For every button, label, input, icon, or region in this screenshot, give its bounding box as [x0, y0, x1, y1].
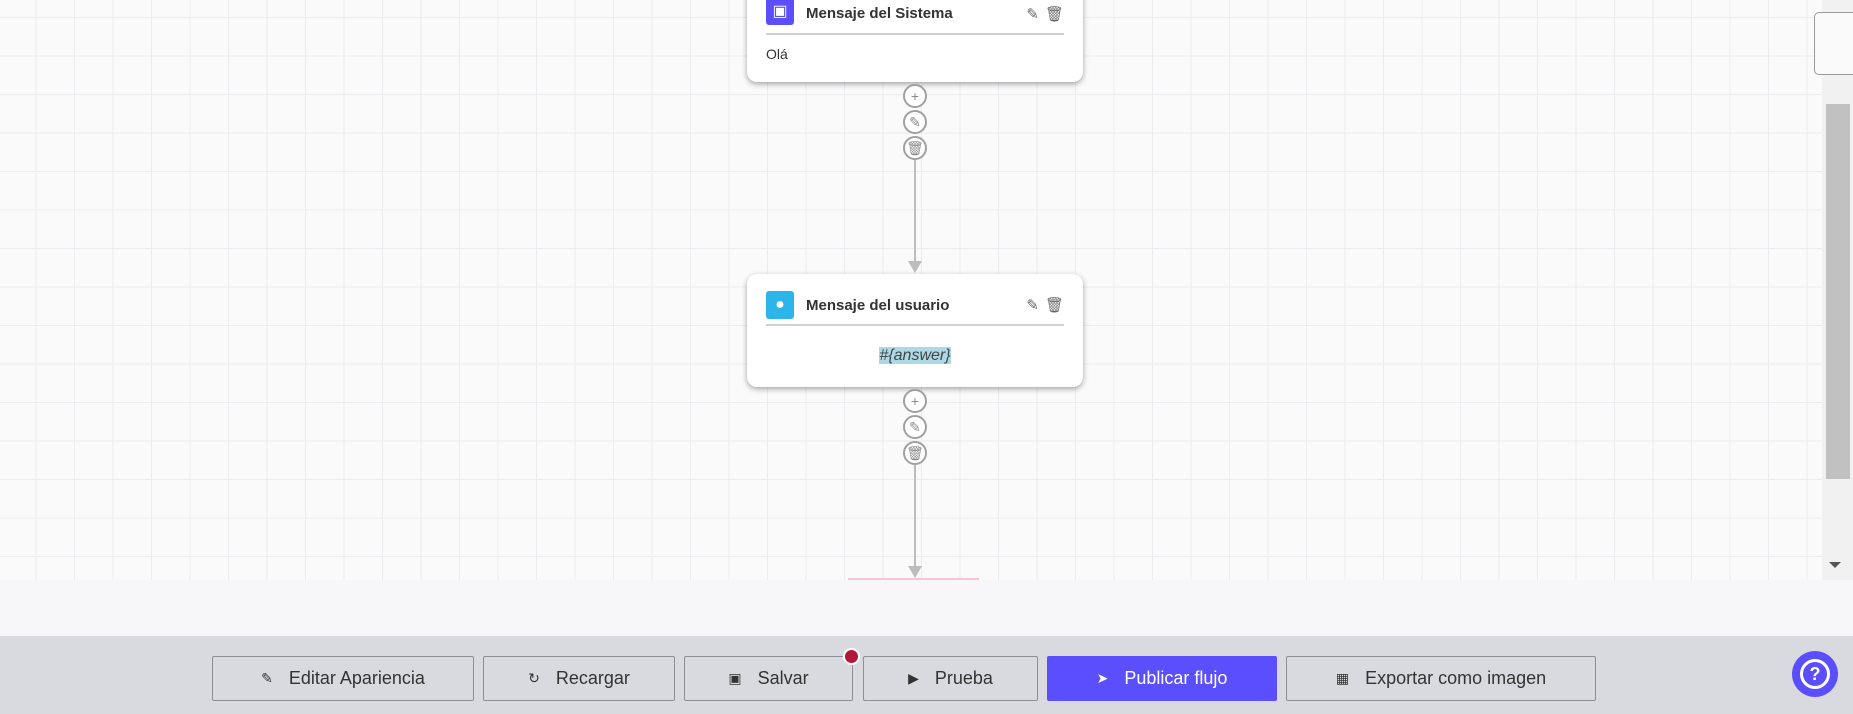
reload-button[interactable]: ↻ Recargar — [483, 656, 675, 701]
user-icon: ● — [766, 291, 794, 319]
node-title: Mensaje del Sistema — [806, 5, 953, 22]
minimap-panel[interactable] — [1814, 12, 1853, 75]
connector-line — [914, 160, 916, 262]
edit-icon[interactable]: ✎ — [1026, 297, 1039, 314]
edit-connection-button[interactable]: ✎ — [903, 415, 927, 439]
node-title: Mensaje del usuario — [806, 296, 950, 314]
connector-arrow — [908, 566, 922, 578]
scroll-down-arrow[interactable] — [1829, 562, 1841, 568]
export-image-button[interactable]: ▦ Exportar como imagen — [1286, 656, 1596, 701]
edit-icon: ✎ — [261, 670, 273, 686]
flow-canvas[interactable]: ▣ Mensaje del Sistema ✎ 🗑 Olá + ✎ 🗑 ● Me… — [0, 0, 1822, 580]
help-icon: ? — [1800, 659, 1830, 689]
node-content: Olá — [766, 46, 788, 62]
edit-icon[interactable]: ✎ — [1026, 6, 1039, 23]
button-label: Publicar flujo — [1124, 668, 1228, 688]
variable-highlight: #{answer} — [879, 347, 951, 364]
edit-connection-button[interactable]: ✎ — [903, 110, 927, 134]
bottom-toolbar: ✎ Editar Apariencia ↻ Recargar ▣ Salvar ▶ Pr… — [0, 636, 1853, 714]
delete-connection-button[interactable]: 🗑 — [903, 136, 927, 160]
button-label: Salvar — [757, 668, 809, 688]
publish-flow-button[interactable]: ➤ Publicar flujo — [1047, 656, 1277, 701]
node-system-message[interactable]: ▣ Mensaje del Sistema ✎ 🗑 Olá — [747, 0, 1083, 82]
add-node-button[interactable]: + — [903, 84, 927, 108]
node-content: #{answer} — [766, 347, 1064, 365]
button-label: Recargar — [555, 668, 630, 688]
next-node-edge — [848, 578, 979, 580]
scrollbar-thumb[interactable] — [1826, 104, 1850, 479]
image-icon: ▦ — [1335, 670, 1350, 686]
button-label: Exportar como imagen — [1365, 668, 1547, 688]
trash-icon[interactable]: 🗑 — [1044, 6, 1064, 23]
button-label: Prueba — [934, 668, 993, 688]
node-user-message[interactable]: ● Mensaje del usuario ✎ 🗑 #{answer} — [747, 274, 1083, 387]
play-icon: ▶ — [908, 670, 919, 686]
robot-icon: ▣ — [766, 0, 794, 25]
delete-connection-button[interactable]: 🗑 — [903, 441, 927, 465]
refresh-icon: ↻ — [528, 670, 540, 686]
unsaved-indicator — [843, 648, 860, 665]
rocket-icon: ➤ — [1096, 670, 1109, 686]
button-label: Editar Apariencia — [288, 668, 425, 688]
help-button[interactable]: ? — [1792, 651, 1838, 697]
node-header: ● Mensaje del usuario ✎ 🗑 — [766, 286, 1064, 326]
edit-appearance-button[interactable]: ✎ Editar Apariencia — [212, 656, 474, 701]
connector-line — [914, 465, 916, 570]
add-node-button[interactable]: + — [903, 389, 927, 413]
trash-icon[interactable]: 🗑 — [1044, 297, 1064, 314]
save-button[interactable]: ▣ Salvar — [684, 656, 853, 701]
test-button[interactable]: ▶ Prueba — [863, 656, 1038, 701]
node-header: ▣ Mensaje del Sistema ✎ 🗑 — [766, 0, 1064, 35]
connector-arrow — [908, 261, 922, 273]
save-icon: ▣ — [728, 670, 742, 686]
